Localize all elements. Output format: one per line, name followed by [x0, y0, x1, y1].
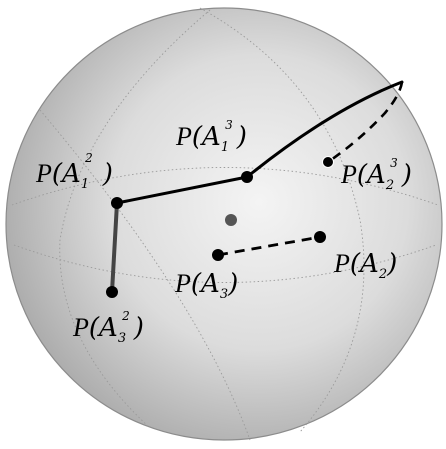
- meridian-back: [39, 109, 251, 441]
- path-segment-a1-3-to-edge: [245, 80, 404, 179]
- path-segment-edge-to-a2-3: [327, 81, 404, 164]
- sphere: [5, 7, 443, 441]
- label-a1-3: P(A13): [175, 118, 247, 155]
- point-a2: [314, 231, 326, 243]
- label-a2-3: P(A23): [340, 156, 412, 193]
- path-segment-a1-2-to-a1-3: [115, 175, 249, 205]
- label-a3: P(A3): [174, 269, 238, 302]
- point-a3: [212, 249, 224, 261]
- meridian-left: [59, 9, 211, 429]
- sphere-center-dot: [225, 214, 237, 226]
- point-a3-2: [106, 286, 118, 298]
- point-a1-3: [241, 171, 253, 183]
- path-segment-a3-to-a2: [217, 235, 321, 257]
- path-segment-a3-2-to-a1-2: [110, 201, 119, 294]
- sphere-gridlines: [11, 7, 439, 441]
- label-a2: P(A2): [333, 249, 397, 282]
- latitude-line: [11, 167, 439, 206]
- label-a3-2: P(A32): [72, 309, 144, 346]
- label-a1-2: P(A12): [35, 151, 113, 192]
- point-a1-2: [111, 197, 123, 209]
- point-a2-3: [322, 156, 334, 168]
